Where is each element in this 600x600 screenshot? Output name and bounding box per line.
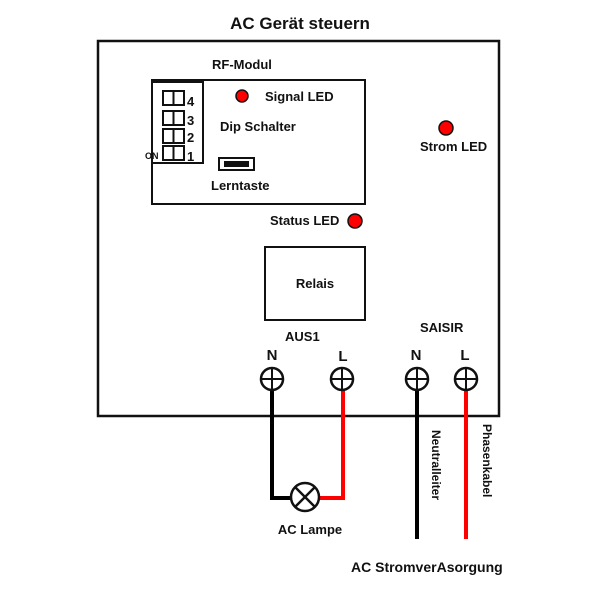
learn-button-label: Lerntaste	[211, 178, 270, 193]
rf-module-label: RF-Modul	[212, 57, 272, 72]
dip-on-label: ON	[145, 151, 159, 161]
lamp-icon	[289, 481, 321, 513]
dip-switch-3[interactable]	[162, 110, 185, 126]
terminal-in-n-icon[interactable]	[404, 366, 430, 392]
input-label: SAISIR	[420, 320, 464, 335]
relay-label: Relais	[296, 276, 334, 291]
terminal-in-l-icon[interactable]	[453, 366, 479, 392]
output-terminal-l-label: L	[338, 348, 347, 365]
dip-switch-label: Dip Schalter	[220, 119, 296, 134]
phase-wire-label: Phasenkabel	[480, 424, 494, 497]
device-enclosure	[96, 39, 501, 418]
power-led-icon	[438, 120, 454, 136]
dip-switch-2[interactable]	[162, 128, 185, 144]
relay-box	[264, 246, 366, 321]
dip-switch-1[interactable]	[162, 145, 185, 161]
dip-number-1: 1	[187, 149, 194, 164]
status-led-icon	[347, 213, 363, 229]
dip-switch[interactable]: 4 3 2 1 ON	[145, 81, 204, 164]
input-terminal-n-label: N	[411, 347, 422, 364]
dip-number-4: 4	[187, 94, 195, 109]
dip-number-2: 2	[187, 130, 194, 145]
terminal-out-l-icon[interactable]	[329, 366, 355, 392]
lamp-neutral-wire	[270, 388, 292, 500]
dip-switch-frame	[151, 81, 204, 164]
terminal-out-n-icon[interactable]	[259, 366, 285, 392]
dip-switch-4[interactable]	[162, 90, 185, 106]
diagram-title: AC Gerät steuern	[230, 14, 370, 33]
output-label: AUS1	[285, 329, 320, 344]
signal-led-icon	[235, 89, 249, 103]
power-led-label: Strom LED	[420, 139, 487, 154]
dip-number-3: 3	[187, 113, 194, 128]
input-terminal-l-label: L	[460, 347, 469, 364]
output-terminal-n-label: N	[267, 347, 278, 364]
lamp-label: AC Lampe	[278, 522, 342, 537]
signal-led-label: Signal LED	[265, 89, 334, 104]
lamp-phase-wire	[318, 388, 345, 500]
supply-label: AC StromverAsorgung	[351, 559, 503, 575]
status-led-label: Status LED	[270, 213, 339, 228]
neutral-wire-label: Neutralleiter	[429, 430, 443, 500]
learn-button[interactable]	[218, 157, 255, 171]
